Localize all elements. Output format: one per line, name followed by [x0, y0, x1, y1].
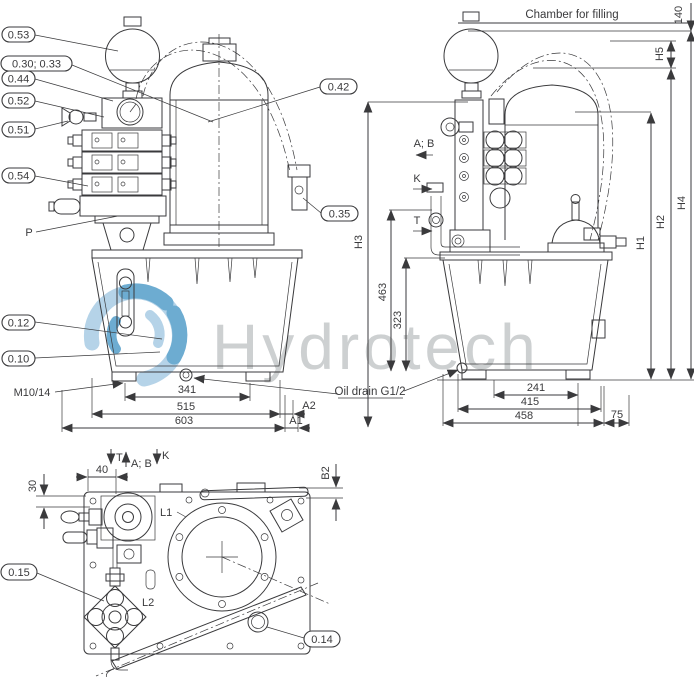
port-l2-plan: L2	[142, 597, 154, 609]
watermark: Hydrotech	[83, 283, 540, 387]
dim-603: 603	[175, 415, 193, 427]
thread-label: M10/14	[14, 387, 51, 399]
oil-drain-label: Oil drain G1/2	[335, 386, 406, 398]
dim-a2: A2	[302, 400, 315, 412]
dim-30: 30	[27, 480, 39, 492]
oil-level-gauge	[116, 268, 135, 337]
dim-323: 323	[392, 311, 404, 329]
dim-h3: H3	[353, 235, 365, 249]
port-ab-side: A; B	[414, 138, 435, 150]
hose-side	[490, 52, 614, 241]
port-t-plan: T	[116, 452, 123, 464]
callout-0-35: 0.35	[329, 209, 350, 221]
pump-handle-plan	[95, 482, 331, 677]
dim-515: 515	[177, 401, 195, 413]
callout-0-10: 0.10	[8, 354, 29, 366]
callout-0-42: 0.42	[328, 82, 349, 94]
annotations: Chamber for filling H1 H2 H4 H5 140 H3 4…	[14, 3, 694, 609]
callout-0-15: 0.15	[8, 567, 29, 579]
dim-h4: H4	[676, 196, 688, 210]
front-view	[48, 16, 311, 382]
callout-0-30-0-33: 0.30; 0.33	[12, 59, 61, 71]
dim-463: 463	[377, 283, 389, 301]
chamber-filling-label: Chamber for filling	[525, 9, 618, 21]
watermark-text: Hydrotech	[212, 311, 540, 383]
callout-0-51: 0.51	[8, 125, 29, 137]
l2-port-slot	[145, 569, 156, 590]
callout-0-53: 0.53	[8, 30, 29, 42]
dim-140: 140	[673, 6, 685, 24]
dim-a1: A1	[289, 415, 302, 427]
tank-front	[91, 249, 303, 382]
electric-motor-front	[163, 34, 275, 250]
hand-pump-side	[547, 194, 627, 253]
callout-0-12: 0.12	[8, 318, 29, 330]
motor-connector	[287, 164, 311, 211]
dim-h5: H5	[654, 47, 666, 61]
hose-front	[135, 41, 298, 173]
callout-0-54: 0.54	[8, 171, 29, 183]
hydrotech-swirl-logo	[83, 283, 188, 387]
motor-flange-plan	[167, 502, 277, 612]
pressure-gauge	[101, 97, 163, 129]
callout-0-14: 0.14	[311, 634, 332, 646]
plate-holes	[89, 496, 305, 650]
dim-h1: H1	[635, 236, 647, 250]
drain-port-plan	[247, 611, 269, 633]
callouts: 0.53 0.30; 0.33 0.44 0.52 0.51 0.54 0.42…	[0, 26, 359, 648]
electric-motor-side	[504, 84, 599, 240]
valve-bank	[67, 129, 177, 196]
dim-40: 40	[96, 464, 108, 476]
dim-415: 415	[521, 396, 539, 408]
manifold-block	[48, 195, 167, 251]
accumulator-side	[443, 11, 499, 99]
dim-b2: B2	[320, 466, 332, 479]
shutoff-valve-knob	[61, 107, 97, 127]
port-t-side: T	[414, 215, 421, 227]
callout-0-52: 0.52	[8, 96, 29, 108]
callout-0-44: 0.44	[8, 74, 29, 86]
dim-h2: H2	[655, 215, 667, 229]
dim-458: 458	[515, 410, 533, 422]
port-k-plan: K	[162, 450, 170, 462]
valve-assembly-plan	[83, 545, 147, 671]
tank-side	[439, 251, 613, 380]
valve-column-side	[440, 98, 527, 253]
piping-side	[426, 182, 520, 256]
port-ab-plan: A; B	[131, 458, 152, 470]
port-l1-plan: L1	[160, 507, 172, 519]
plan-view	[60, 482, 331, 677]
accumulator-front	[105, 16, 160, 99]
pump-plan	[60, 492, 156, 564]
side-view	[426, 11, 627, 380]
dim-75: 75	[611, 409, 623, 421]
drain-port-plan-inner	[251, 615, 265, 629]
dim-241: 241	[527, 382, 545, 394]
port-k-side: K	[413, 173, 421, 185]
dim-341: 341	[178, 384, 196, 396]
port-p-label: P	[25, 227, 32, 239]
